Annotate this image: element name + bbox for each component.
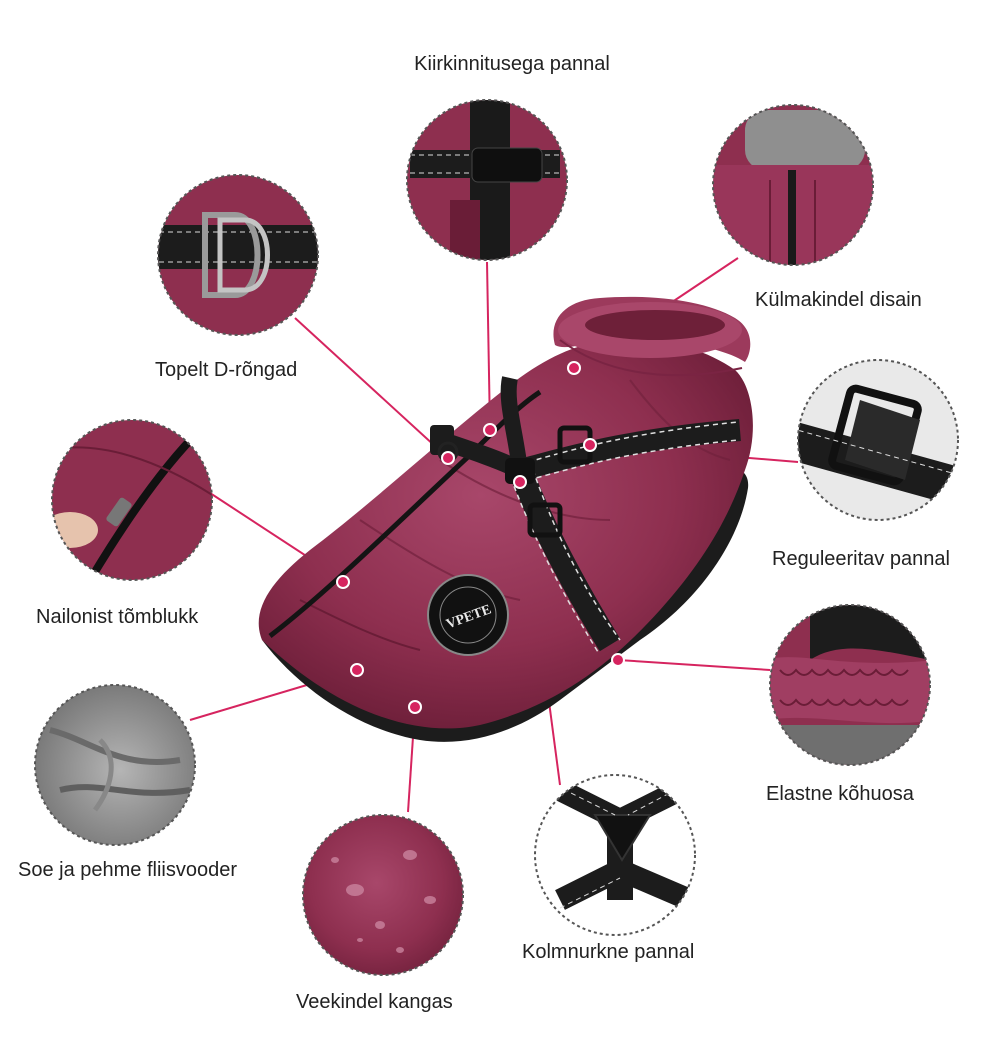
detail-circle-elastic xyxy=(769,604,931,766)
detail-circle-triangle xyxy=(534,774,696,936)
detail-circle-cold-proof xyxy=(712,104,874,266)
callout-line-d-rings xyxy=(294,317,449,459)
dot-fleece xyxy=(350,663,364,677)
dot-triangle xyxy=(513,475,527,489)
dot-elastic xyxy=(611,653,625,667)
label-adjustable-buckle: Reguleeritav pannal xyxy=(772,548,950,570)
callout-dots xyxy=(336,361,625,714)
callout-lines xyxy=(189,257,799,813)
dot-zipper xyxy=(336,575,350,589)
label-double-d-rings: Topelt D-rõngad xyxy=(155,359,298,381)
detail-circle-adjustable xyxy=(797,359,959,521)
dot-cold-proof xyxy=(567,361,581,375)
dog-coat-illustration: VPETE xyxy=(258,296,753,742)
brand-badge: VPETE xyxy=(427,574,509,656)
label-buckle-panel: Kiirkinnitusega pannal xyxy=(414,53,610,75)
detail-circle-d-rings xyxy=(157,174,319,336)
label-waterproof-fabric: Veekindel kangas xyxy=(296,991,453,1013)
detail-circle-buckle xyxy=(406,99,568,261)
dot-buckle xyxy=(483,423,497,437)
label-cold-proof: Külmakindel disain xyxy=(755,289,922,311)
label-nylon-zipper: Nailonist tõmblukk xyxy=(36,606,199,628)
label-triangle-buckle: Kolmnurkne pannal xyxy=(522,941,695,963)
callout-line-elastic xyxy=(617,659,771,671)
dot-d-rings xyxy=(441,451,455,465)
dot-adjustable xyxy=(583,438,597,452)
label-elastic-belly: Elastne kõhuosa xyxy=(766,783,914,805)
detail-circle-fabric xyxy=(302,814,464,976)
dot-fabric xyxy=(408,700,422,714)
detail-circle-fleece xyxy=(34,684,196,846)
label-fleece-lining: Soe ja pehme fliisvooder xyxy=(18,859,238,881)
detail-circle-zipper xyxy=(51,419,213,581)
